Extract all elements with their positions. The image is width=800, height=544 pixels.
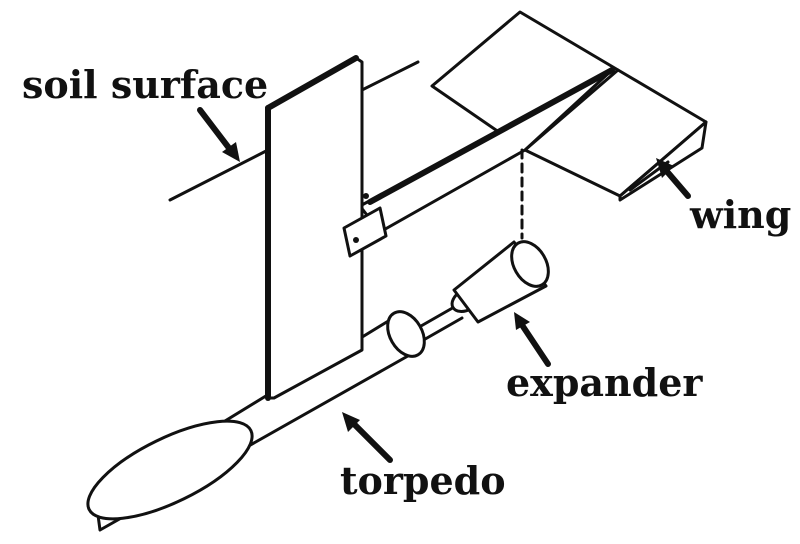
- shank: [265, 55, 364, 401]
- torpedo: [86, 310, 426, 532]
- bolt-hole: [353, 237, 359, 243]
- wing: [430, 10, 708, 202]
- arm-bracket: [342, 193, 388, 258]
- expander: [412, 240, 550, 344]
- wing-label: wing: [690, 192, 792, 237]
- soil-surface-arrow: [197, 107, 235, 155]
- torpedo-arrow: [347, 417, 393, 463]
- expander-label: expander: [506, 360, 703, 405]
- soil-surface-line: [168, 60, 420, 202]
- leader-arrows: [197, 107, 691, 463]
- torpedo-label: torpedo: [340, 458, 506, 503]
- wing-arrow: [661, 165, 691, 199]
- soil-surface-label: soil surface: [22, 62, 269, 107]
- bolt-hole: [363, 193, 369, 199]
- expander-arrow: [517, 319, 551, 367]
